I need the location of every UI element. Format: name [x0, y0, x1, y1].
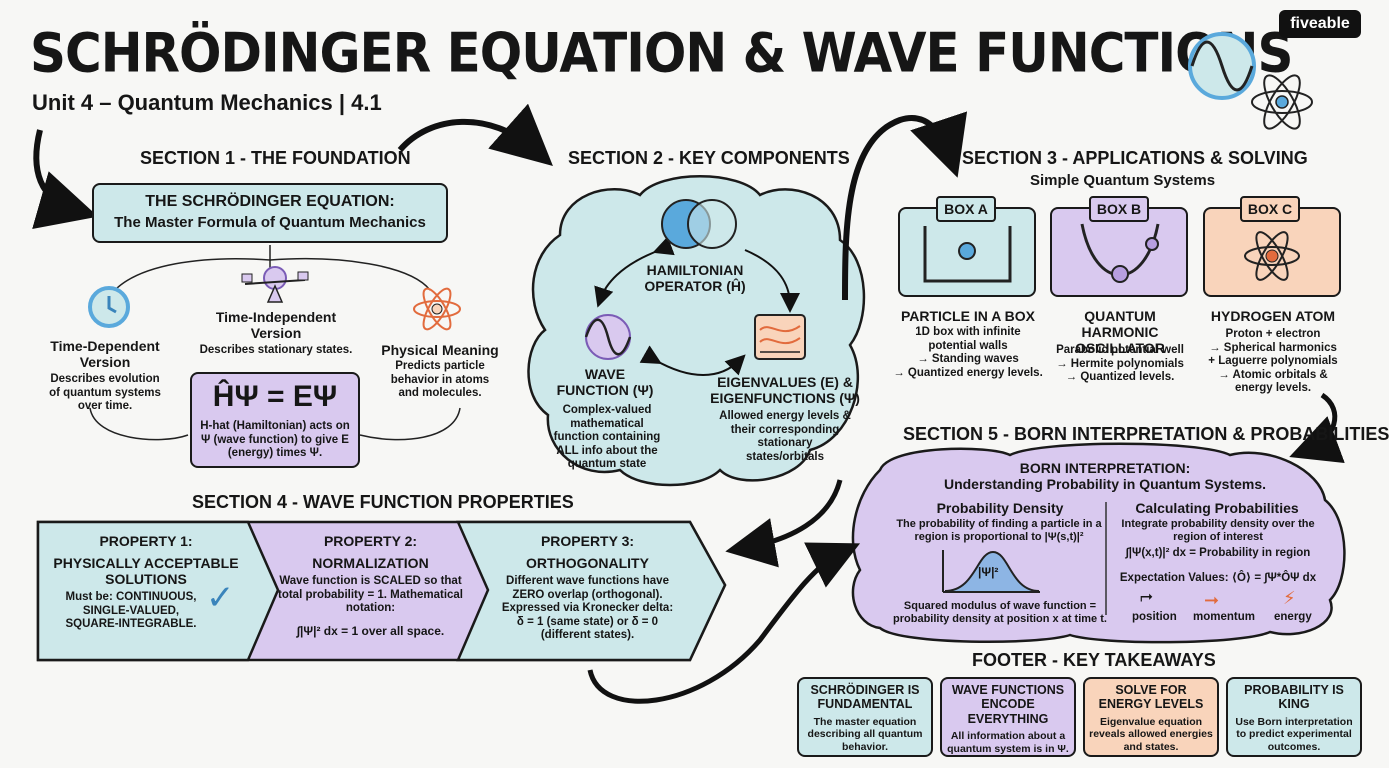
born-title: BORN INTERPRETATION:	[1019, 460, 1191, 476]
particle-box-title: PARTICLE IN A BOX	[900, 308, 1036, 324]
momentum-label: momentum	[1193, 611, 1255, 623]
wave-function-icon	[584, 314, 632, 360]
takeaway-desc: Eigenvalue equation reveals allowed ener…	[1089, 715, 1213, 753]
density-title: Probability Density	[936, 500, 1064, 516]
harmonic-well-icon	[1080, 223, 1160, 283]
physical-meaning-title: Physical Meaning	[381, 342, 499, 358]
equation-desc: H-hat (Hamiltonian) acts on Ψ (wave func…	[200, 420, 350, 460]
time-dependent-title: Time-Dependent Version	[50, 338, 160, 371]
density-caption: Squared modulus of wave function = proba…	[893, 600, 1107, 625]
property2-label: PROPERTY 2:	[323, 533, 418, 549]
born-subtitle: Understanding Probability in Quantum Sys…	[943, 476, 1267, 492]
page-title: SCHRÖDINGER EQUATION & WAVE FUNCTIONS	[30, 22, 1293, 85]
particle-box-desc: 1D box with infinite potential walls → S…	[893, 326, 1043, 379]
box-a-label: BOX A	[936, 196, 996, 222]
hydrogen-title: HYDROGEN ATOM	[1210, 308, 1336, 324]
balance-scale-icon	[241, 266, 309, 303]
takeaway-card: PROBABILITY IS KING Use Born interpretat…	[1226, 677, 1362, 757]
section1-heading: SECTION 1 - THE FOUNDATION	[140, 148, 411, 168]
eigen-desc: Allowed energy levels & their correspond…	[719, 410, 851, 463]
position-label: position	[1132, 611, 1177, 623]
section5-heading: SECTION 5 - BORN INTERPRETATION & PROBAB…	[903, 424, 1389, 444]
box-c-label: BOX C	[1240, 196, 1300, 222]
box-b-label: BOX B	[1089, 196, 1149, 222]
schrodinger-box-subtitle: The Master Formula of Quantum Mechanics	[114, 214, 426, 232]
property1-card: PROPERTY 1: PHYSICALLY ACCEPTABLE SOLUTI…	[46, 533, 246, 632]
atom-icon	[413, 287, 461, 331]
hamiltonian-label: HAMILTONIAN OPERATOR (Ĥ)	[644, 262, 746, 295]
schrodinger-box: THE SCHRÖDINGER EQUATION: The Master For…	[92, 183, 448, 243]
takeaway-desc: Use Born interpretation to predict exper…	[1235, 715, 1353, 753]
takeaway-desc: The master equation describing all quant…	[807, 715, 923, 753]
schrodinger-equation: ĤΨ = EΨ	[212, 380, 338, 413]
density-desc: The probability of finding a particle in…	[896, 518, 1102, 543]
harmonic-desc: Parabolic potential well → Hermite polyn…	[1056, 344, 1184, 384]
takeaway-title: SOLVE FOR ENERGY LEVELS	[1098, 683, 1204, 712]
calc-desc: Integrate probability density over the r…	[1121, 518, 1315, 543]
energy-levels-icon	[754, 314, 806, 360]
clock-icon	[88, 286, 130, 328]
hydrogen-desc: Proton + electron → Spherical harmonics …	[1208, 328, 1338, 395]
energy-icon: ⚡	[1283, 588, 1296, 608]
takeaway-title: WAVE FUNCTIONS ENCODE EVERYTHING	[951, 683, 1065, 726]
energy-label: energy	[1274, 611, 1312, 623]
harmonic-title: QUANTUM HARMONIC OSCILLATOR	[1075, 308, 1165, 357]
hydrogen-atom-icon	[1244, 231, 1300, 281]
particle-box-icon	[923, 226, 1012, 283]
density-curve-label: |Ψ|²	[978, 565, 999, 579]
calc-formula: ∫|Ψ(x,t)|² dx = Probability in region	[1125, 547, 1311, 559]
density-curve-icon	[942, 550, 1040, 593]
schrodinger-box-title: THE SCHRÖDINGER EQUATION:	[145, 193, 395, 210]
calc-title: Calculating Probabilities	[1135, 500, 1299, 516]
takeaway-card: SOLVE FOR ENERGY LEVELS Eigenvalue equat…	[1083, 677, 1219, 757]
property3-title: ORTHOGONALITY	[526, 555, 649, 572]
property2-title: NORMALIZATION	[312, 555, 429, 572]
time-independent-title: Time-Independent Version	[215, 309, 337, 342]
section4-heading: SECTION 4 - WAVE FUNCTION PROPERTIES	[192, 492, 574, 512]
property3-label: PROPERTY 3:	[540, 533, 635, 549]
momentum-icon: ➞	[1204, 590, 1220, 610]
takeaway-card: SCHRÖDINGER IS FUNDAMENTAL The master eq…	[797, 677, 933, 757]
page-subtitle: Unit 4 – Quantum Mechanics | 4.1	[32, 90, 382, 115]
eigen-title: EIGENVALUES (E) & EIGENFUNCTIONS (Ψ)	[710, 374, 860, 407]
time-dependent-desc: Describes evolution of quantum systems o…	[49, 373, 161, 413]
property2-card: PROPERTY 2: NORMALIZATION Wave function …	[278, 533, 463, 638]
property2-desc: Wave function is SCALED so that total pr…	[278, 575, 463, 615]
property1-desc: Must be: CONTINUOUS, SINGLE-VALUED, SQUA…	[65, 591, 197, 631]
takeaway-desc: All information about a quantum system i…	[947, 730, 1069, 755]
time-independent-desc: Describes stationary states.	[199, 344, 353, 356]
equation-box: ĤΨ = EΨ H-hat (Hamiltonian) acts on Ψ (w…	[190, 372, 360, 468]
overlap-circles-icon	[661, 199, 737, 249]
physical-meaning-desc: Predicts particle behavior in atoms and …	[390, 360, 490, 400]
section3-subheading: Simple Quantum Systems	[1030, 172, 1216, 189]
wave-function-desc: Complex-valued mathematical function con…	[553, 404, 661, 471]
position-icon: ⮣	[1140, 588, 1153, 605]
wave-function-title: WAVE FUNCTION (Ψ)	[556, 366, 654, 399]
takeaway-title: SCHRÖDINGER IS FUNDAMENTAL	[810, 683, 920, 712]
property3-desc: Different wave functions have ZERO overl…	[501, 575, 674, 642]
property2-formula: ∫|Ψ|² dx = 1 over all space.	[296, 623, 445, 638]
checkmark-icon: ✓	[206, 579, 235, 617]
takeaway-title: PROBABILITY IS KING	[1244, 683, 1344, 712]
section2-heading: SECTION 2 - KEY COMPONENTS	[568, 148, 850, 168]
property1-label: PROPERTY 1:	[99, 533, 193, 549]
footer-heading: FOOTER - KEY TAKEAWAYS	[972, 650, 1216, 670]
takeaway-card: WAVE FUNCTIONS ENCODE EVERYTHING All inf…	[940, 677, 1076, 757]
property3-card: PROPERTY 3: ORTHOGONALITY Different wave…	[500, 533, 675, 643]
property1-title: PHYSICALLY ACCEPTABLE SOLUTIONS	[53, 555, 239, 588]
wave-atom-icon	[1188, 32, 1313, 130]
section3-heading: SECTION 3 - APPLICATIONS & SOLVING	[962, 148, 1308, 168]
expectation-formula: Expectation Values: ⟨Ô⟩ = ∫Ψ*ÔΨ dx	[1119, 572, 1317, 584]
brand-logo: fiveable	[1279, 10, 1361, 38]
